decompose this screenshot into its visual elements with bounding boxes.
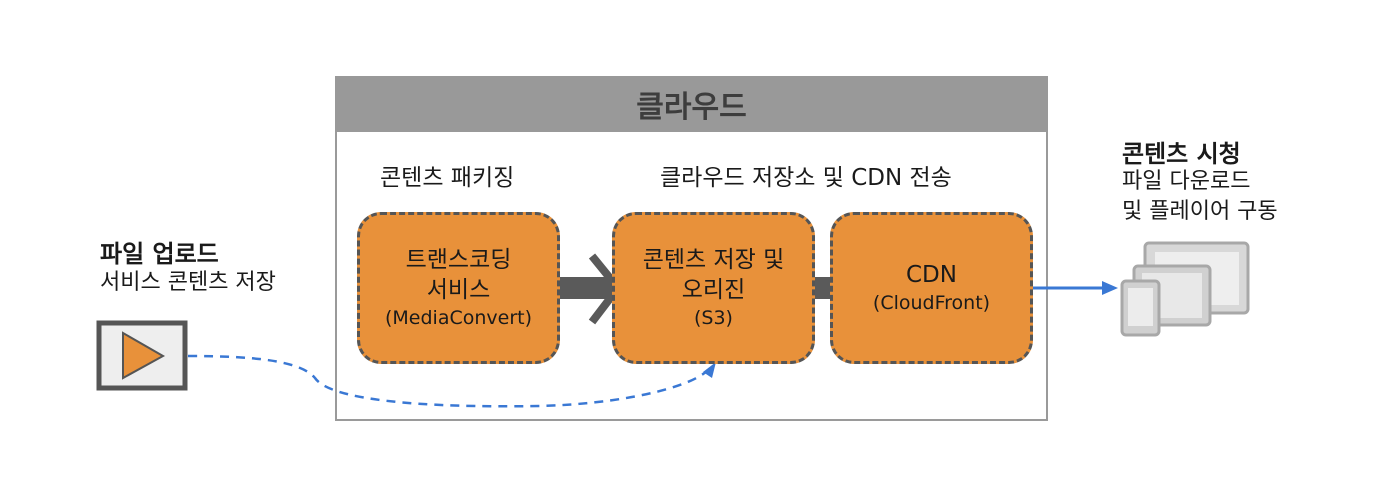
- upload-desc: 서비스 콘텐츠 저장: [100, 270, 276, 295]
- connector-origin-cdn: [814, 277, 832, 299]
- arrow-head-icon: [1102, 281, 1118, 295]
- video-play-icon: [96, 320, 188, 391]
- upload-path-dashed: [187, 354, 709, 408]
- cloud-header: 클라우드: [335, 76, 1048, 132]
- node-origin-line2: 오리진: [681, 277, 746, 303]
- viewing-desc-1: 파일 다운로드: [1122, 169, 1251, 194]
- node-origin-line1: 콘텐츠 저장 및: [642, 247, 785, 273]
- section-label-packaging: 콘텐츠 패키징: [380, 165, 515, 191]
- node-transcoding-sub: (MediaConvert): [384, 307, 533, 329]
- devices-icon: [1120, 241, 1250, 337]
- node-transcoding: 트랜스코딩 서비스 (MediaConvert): [357, 212, 560, 364]
- upload-title: 파일 업로드: [100, 240, 219, 268]
- viewing-desc-2: 및 플레이어 구동: [1122, 199, 1278, 224]
- node-cdn-line1: CDN: [906, 262, 957, 288]
- node-origin: 콘텐츠 저장 및 오리진 (S3): [612, 212, 815, 364]
- viewing-title: 콘텐츠 시청: [1122, 140, 1241, 168]
- node-transcoding-line1: 트랜스코딩: [405, 247, 512, 273]
- node-origin-sub: (S3): [694, 307, 733, 329]
- connector-transcoding-origin: [558, 277, 614, 299]
- upload-arrow-head-icon: [703, 362, 716, 378]
- node-transcoding-line2: 서비스: [426, 277, 491, 303]
- cloud-title: 클라우드: [636, 90, 747, 125]
- section-label-storage: 클라우드 저장소 및 CDN 전송: [660, 165, 952, 191]
- node-cdn-sub: (CloudFront): [872, 292, 991, 314]
- node-cdn: CDN (CloudFront): [830, 212, 1033, 364]
